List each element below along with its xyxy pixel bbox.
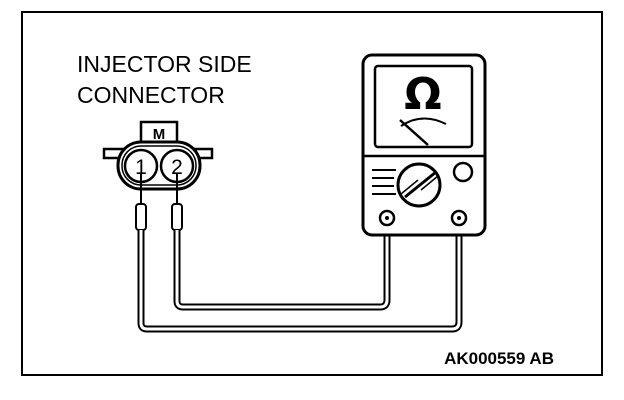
range-scale-marks [372, 169, 396, 195]
connector-title-line1: INJECTOR SIDE [77, 51, 252, 77]
injector-connector: M 1 2 [102, 120, 214, 191]
test-leads [137, 219, 463, 333]
probe-2 [171, 203, 183, 231]
connector-title-line2: CONNECTOR [77, 82, 225, 108]
connector-body-inner [121, 145, 197, 186]
ohmmeter-display-window [373, 64, 474, 149]
pin-2-label: 2 [171, 156, 183, 179]
probe-1 [135, 203, 147, 231]
ohmmeter: Ω [361, 53, 487, 237]
lead-pin2-to-left-terminal [173, 219, 391, 311]
ohm-symbol: Ω [404, 69, 441, 120]
pin-1-label: 1 [135, 156, 147, 179]
connector-marking: M [153, 126, 166, 143]
test-probes [135, 174, 183, 231]
range-selector-knob [396, 162, 442, 208]
figure-code: AK000559 AB [444, 349, 554, 368]
figure-frame [21, 11, 603, 376]
zero-adjust-button [452, 161, 474, 183]
meter-needle [399, 119, 429, 146]
